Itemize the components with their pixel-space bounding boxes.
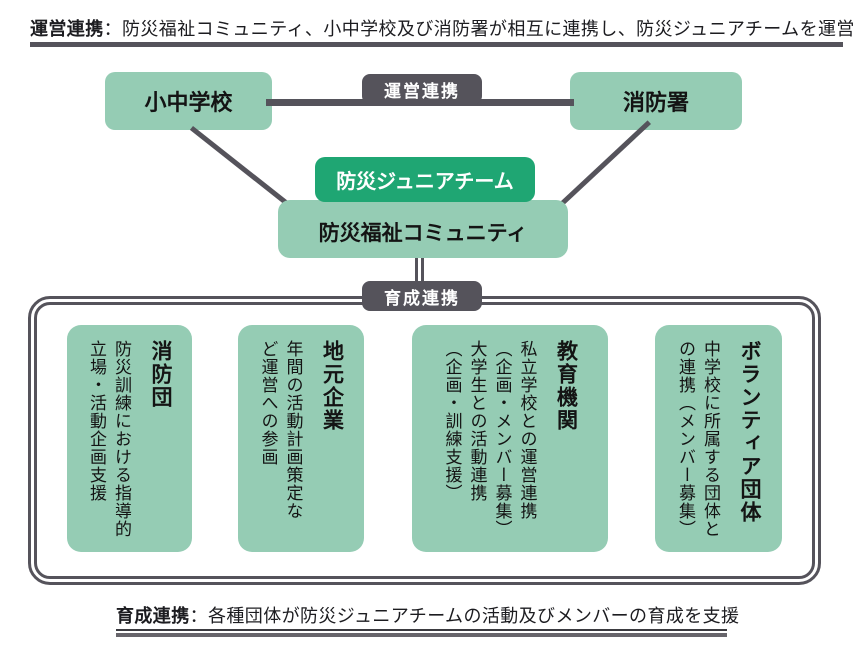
node-fire-station: 消防署: [570, 72, 742, 130]
group-text-column: 年間の活動計画策定な: [283, 340, 303, 520]
group-text-column: 中学校に所属する団体と: [701, 340, 720, 538]
group-box-fire-brigade: 消防団 防災訓練における指導的 立場・活動企画支援: [67, 325, 192, 552]
top-caption-text: ：防災福祉コミュニティ、小中学校及び消防署が相互に連携し、防災ジュニアチームを運…: [103, 19, 855, 39]
group-box-local-companies: 地元企業 年間の活動計画策定な ど運営への参画: [238, 325, 364, 552]
group-text-column: 大学生との活動連携: [467, 340, 487, 502]
firestation-community-line: [553, 120, 651, 212]
group-box-educational-institutions: 教育機関 私立学校との運営連携 （企画・メンバー募集） 大学生との活動連携 （企…: [412, 325, 608, 552]
bottom-caption: 育成連携：各種団体が防災ジュニアチームの活動及びメンバーの育成を支援: [116, 602, 739, 628]
bottom-caption-text: ：各種団体が防災ジュニアチームの活動及びメンバーの育成を支援: [189, 606, 740, 626]
group-text-column: （企画・メンバー募集）: [492, 340, 512, 538]
bottom-caption-underline-thin: [116, 629, 727, 631]
group-text-column: の連携（メンバー募集）: [676, 340, 695, 538]
operation-badge: 運営連携: [362, 74, 482, 104]
group-text-column: ど運営への参画: [258, 340, 278, 466]
group-text-column: （企画・訓練支援）: [442, 340, 462, 502]
group-title: 地元企業: [320, 340, 344, 432]
node-community: 防災福祉コミュニティ: [278, 200, 568, 258]
group-title: 消防団: [149, 340, 172, 409]
group-text-column: 防災訓練における指導的: [112, 340, 131, 538]
group-text-column: 立場・活動企画支援: [87, 340, 106, 502]
group-title: 教育機関: [554, 340, 578, 432]
group-title: ボランティア団体: [738, 340, 761, 524]
development-badge: 育成連携: [362, 281, 482, 311]
top-caption-underline: [30, 42, 843, 47]
group-vertical-text: 消防団 防災訓練における指導的 立場・活動企画支援: [84, 325, 175, 552]
group-vertical-text: 地元企業 年間の活動計画策定な ど運営への参画: [256, 325, 347, 552]
bottom-caption-label: 育成連携: [116, 606, 190, 626]
bottom-caption-underline-thick: [116, 633, 727, 637]
group-vertical-text: 教育機関 私立学校との運営連携 （企画・メンバー募集） 大学生との活動連携 （企…: [440, 325, 581, 552]
group-box-volunteer-organizations: ボランティア団体 中学校に所属する団体と の連携（メンバー募集）: [655, 325, 782, 552]
node-junior-team: 防災ジュニアチーム: [315, 157, 535, 202]
group-text-column: 私立学校との運営連携: [517, 340, 537, 520]
node-school: 小中学校: [105, 72, 272, 130]
top-caption: 運営連携：防災福祉コミュニティ、小中学校及び消防署が相互に連携し、防災ジュニアチ…: [30, 15, 855, 41]
top-caption-label: 運営連携: [30, 19, 104, 39]
development-connector-line: [415, 255, 424, 293]
group-vertical-text: ボランティア団体 中学校に所属する団体と の連携（メンバー募集）: [673, 325, 764, 552]
